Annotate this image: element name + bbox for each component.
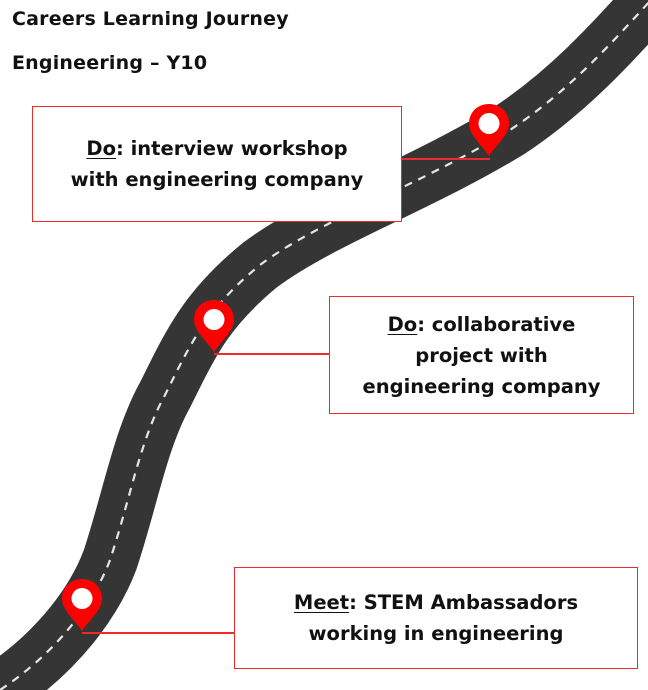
milestone-separator: : — [349, 591, 357, 614]
milestone-text: with engineering company — [70, 168, 364, 191]
milestone-keyword: Do — [387, 312, 418, 336]
page-title: Careers Learning Journey — [12, 8, 289, 30]
connector-line — [214, 353, 329, 355]
milestone-separator: : — [115, 137, 124, 160]
milestone-separator: : — [417, 312, 426, 336]
milestone-text: engineering company — [362, 374, 601, 398]
milestone-text: project with — [415, 343, 548, 367]
connector-line — [82, 632, 234, 634]
milestone-keyword: Meet — [293, 591, 350, 614]
milestone-text: STEM Ambassadors — [356, 591, 579, 614]
milestone-text: interview workshop — [123, 137, 348, 160]
milestone-card: Do: collaborative project with engineeri… — [329, 296, 634, 414]
milestone-card: Meet: STEM Ambassadors working in engine… — [234, 567, 638, 669]
milestone-keyword: Do — [86, 137, 116, 160]
page-subtitle: Engineering – Y10 — [12, 52, 208, 74]
map-pin-icon — [194, 300, 234, 352]
connector-line — [402, 158, 490, 160]
milestone-text: working in engineering — [308, 622, 564, 645]
map-pin-icon — [62, 579, 102, 631]
milestone-card: Do: interview workshop with engineering … — [32, 106, 402, 222]
milestone-text: collaborative — [425, 312, 576, 336]
map-pin-icon — [469, 104, 509, 156]
